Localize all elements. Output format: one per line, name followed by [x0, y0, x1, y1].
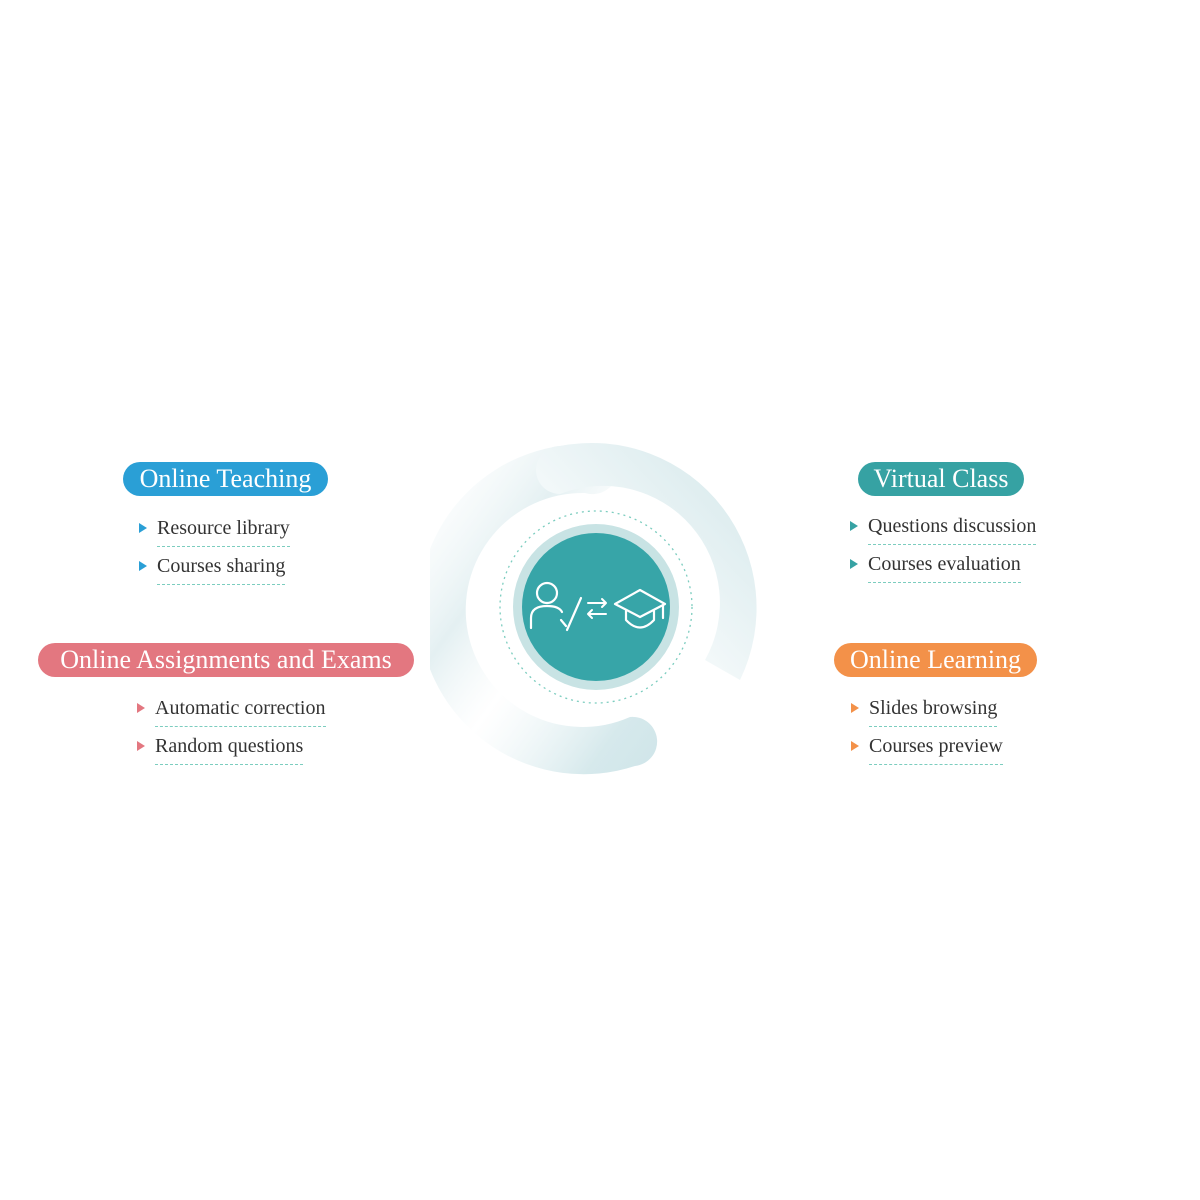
online-assignments-list: Automatic correction Random questions	[137, 689, 326, 765]
list-item: Courses preview	[851, 727, 1003, 765]
virtual-class-list: Questions discussion Courses evaluation	[850, 507, 1037, 583]
item-label: Courses evaluation	[868, 552, 1021, 583]
item-label: Slides browsing	[869, 696, 998, 727]
list-item: Random questions	[137, 727, 326, 765]
list-item: Questions discussion	[850, 507, 1037, 545]
bullet-triangle-icon	[137, 741, 145, 751]
bullet-triangle-icon	[139, 523, 147, 533]
online-learning-list: Slides browsing Courses preview	[851, 689, 1003, 765]
online-assignments-title: Online Assignments and Exams	[38, 643, 414, 677]
outer-arc-left	[418, 444, 658, 775]
item-label: Random questions	[155, 734, 304, 765]
online-teaching-title: Online Teaching	[123, 462, 328, 496]
bullet-triangle-icon	[850, 521, 858, 531]
online-teaching-list: Resource library Courses sharing	[139, 509, 290, 585]
item-label: Automatic correction	[155, 696, 326, 727]
bullet-triangle-icon	[850, 559, 858, 569]
dotted-circle	[499, 510, 693, 704]
bullet-triangle-icon	[139, 561, 147, 571]
teacher-icon	[529, 581, 583, 632]
list-item: Courses sharing	[139, 547, 290, 585]
item-label: Courses preview	[869, 734, 1003, 765]
center-ring-svg	[418, 442, 757, 775]
center-circle	[522, 533, 670, 681]
item-label: Courses sharing	[157, 554, 286, 585]
list-item: Resource library	[139, 509, 290, 547]
list-item: Courses evaluation	[850, 545, 1036, 583]
list-item: Slides browsing	[851, 689, 1003, 727]
item-label: Questions discussion	[868, 514, 1037, 545]
bullet-triangle-icon	[851, 741, 859, 751]
item-label: Resource library	[157, 516, 290, 547]
list-item: Automatic correction	[137, 689, 326, 727]
center-graphic	[418, 440, 770, 785]
online-learning-title: Online Learning	[834, 643, 1037, 677]
graduation-cap-icon	[613, 588, 667, 629]
bullet-triangle-icon	[137, 703, 145, 713]
exchange-arrows-icon	[587, 598, 607, 619]
virtual-class-title: Virtual Class	[858, 462, 1024, 496]
bullet-triangle-icon	[851, 703, 859, 713]
outer-arc-right	[536, 442, 757, 680]
